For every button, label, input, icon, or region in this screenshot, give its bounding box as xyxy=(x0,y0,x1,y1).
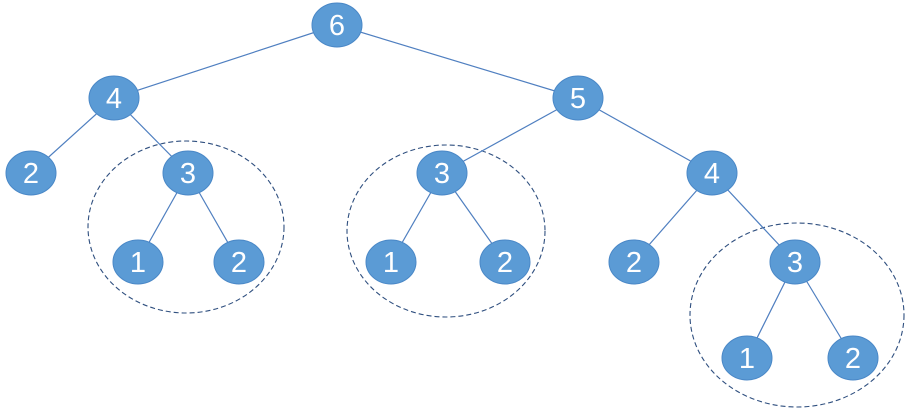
tree-node-lr-l: 1 xyxy=(112,239,164,285)
tree-node-rr: 4 xyxy=(686,150,738,196)
node-label: 4 xyxy=(704,158,720,190)
subtree-outline-rr-r xyxy=(689,222,905,408)
node-circle xyxy=(479,239,531,285)
node-circle xyxy=(365,239,417,285)
node-circle xyxy=(608,239,660,285)
subtree-outline-lr xyxy=(87,140,285,314)
edge-r-to-rl xyxy=(441,97,579,174)
node-label: 3 xyxy=(180,158,196,190)
node-circle xyxy=(721,335,773,381)
node-label: 1 xyxy=(130,247,146,279)
tree-nodes: 6 4 5 2 3 1 2 3 1 2 4 2 3 1 2 xyxy=(5,2,879,381)
highlighted-subtree-outlines xyxy=(87,140,905,408)
tree-node-l: 4 xyxy=(88,75,140,121)
node-circle xyxy=(552,75,604,121)
tree-node-rl: 3 xyxy=(416,150,468,196)
node-label: 2 xyxy=(23,158,39,190)
node-circle xyxy=(686,150,738,196)
tree-node-lr-r: 2 xyxy=(213,239,265,285)
tree-node-ll: 2 xyxy=(5,150,57,196)
edge-r-to-rr xyxy=(577,97,713,174)
node-circle xyxy=(311,2,363,48)
tree-node-rr-r: 3 xyxy=(769,239,821,285)
node-label: 4 xyxy=(106,83,122,115)
node-circle xyxy=(769,239,821,285)
node-circle xyxy=(416,150,468,196)
node-label: 1 xyxy=(383,247,399,279)
node-circle xyxy=(162,150,214,196)
node-label: 2 xyxy=(845,343,861,375)
edge-root-to-l xyxy=(113,24,338,99)
node-label: 3 xyxy=(434,158,450,190)
tree-node-rl-l: 1 xyxy=(365,239,417,285)
tree-node-lr: 3 xyxy=(162,150,214,196)
node-circle xyxy=(5,150,57,196)
node-label: 2 xyxy=(231,247,247,279)
node-circle xyxy=(827,335,879,381)
node-label: 2 xyxy=(497,247,513,279)
tree-node-rl-r: 2 xyxy=(479,239,531,285)
node-circle xyxy=(112,239,164,285)
tree-node-rr-l: 2 xyxy=(608,239,660,285)
subtree-outline-rl xyxy=(346,144,546,318)
tree-node-root: 6 xyxy=(311,2,363,48)
node-label: 5 xyxy=(570,83,586,115)
tree-node-r: 5 xyxy=(552,75,604,121)
node-label: 2 xyxy=(626,247,642,279)
node-label: 3 xyxy=(787,247,803,279)
node-label: 1 xyxy=(739,343,755,375)
edge-root-to-r xyxy=(336,24,579,99)
tree-node-rr-r-l: 1 xyxy=(721,335,773,381)
node-circle xyxy=(213,239,265,285)
node-label: 6 xyxy=(329,10,345,42)
tree-node-rr-r-r: 2 xyxy=(827,335,879,381)
node-circle xyxy=(88,75,140,121)
